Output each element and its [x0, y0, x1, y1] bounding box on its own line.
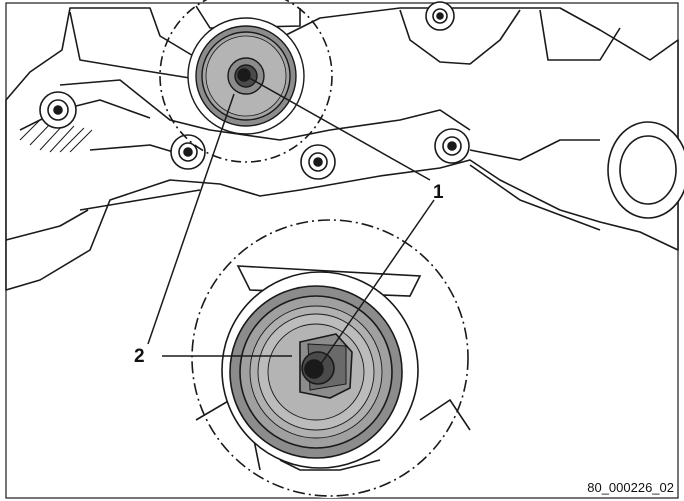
- leader-2-upper: [147, 93, 235, 345]
- callout-1: 1: [433, 182, 444, 203]
- figure-id: 80_000226_02: [587, 480, 674, 495]
- callout-2: 2: [134, 346, 145, 367]
- housing-bolts: [39, 1, 470, 180]
- housing-overview: [5, 5, 684, 291]
- detail-circle-enlarged: [191, 219, 469, 497]
- detail-bolt: [299, 333, 353, 399]
- leader-1-upper: [243, 74, 431, 181]
- detail-circle-overview: [159, 0, 333, 163]
- detail-view: [190, 218, 471, 498]
- leader-1-detail: [317, 199, 435, 369]
- leader-lines: [147, 74, 435, 369]
